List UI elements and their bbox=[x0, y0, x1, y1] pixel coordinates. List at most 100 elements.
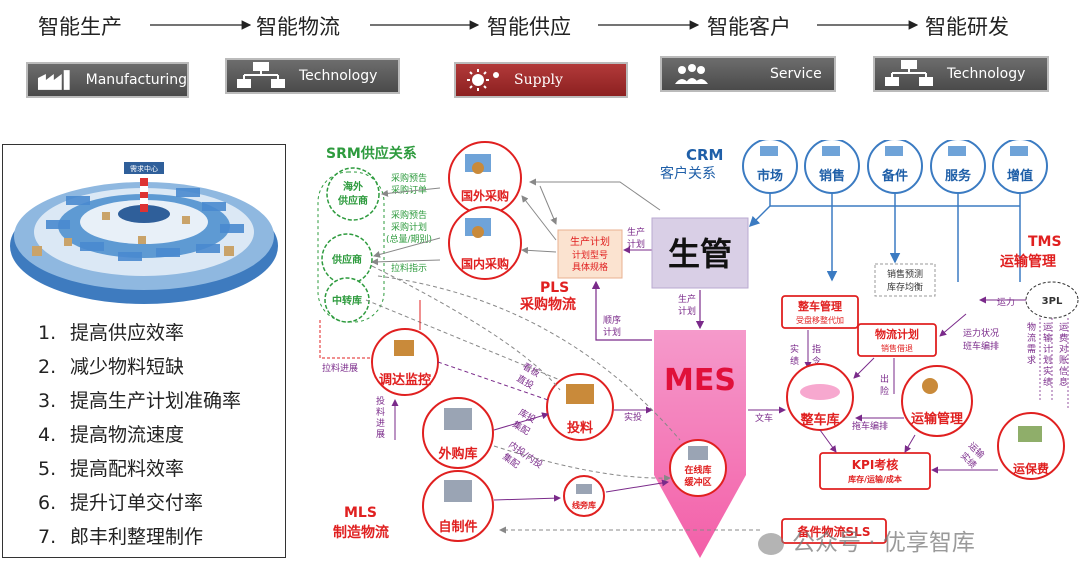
badge-service: Service bbox=[660, 56, 836, 92]
stage-rd: 智能研发 bbox=[925, 15, 1009, 39]
svg-text:账: 账 bbox=[1059, 355, 1068, 366]
badge-label: Technology bbox=[299, 68, 378, 84]
order-plan-1: 顺序 bbox=[603, 314, 621, 326]
svg-text:流: 流 bbox=[1027, 332, 1036, 344]
svg-text:受盘移整代加: 受盘移整代加 bbox=[796, 315, 844, 325]
svg-text:险: 险 bbox=[880, 385, 889, 397]
svg-text:备件: 备件 bbox=[881, 168, 908, 184]
svg-text:计: 计 bbox=[1043, 343, 1052, 355]
demand-center-ring-graphic: 需求中心 bbox=[10, 162, 278, 304]
svg-text:实: 实 bbox=[790, 343, 799, 355]
actual-vertical: 实绩 bbox=[790, 343, 799, 367]
three-pl-node: 3PL bbox=[1025, 281, 1079, 319]
badge-label: Supply bbox=[514, 72, 563, 88]
svg-text:料: 料 bbox=[376, 406, 385, 418]
goals-panel bbox=[2, 144, 286, 558]
dispatch-monitor-node: 调达监控 bbox=[371, 328, 439, 396]
svg-text:展: 展 bbox=[376, 429, 385, 440]
instruction-vertical: 指令 bbox=[812, 343, 821, 367]
supplier-domestic-label: 供应商 bbox=[331, 253, 362, 266]
supplier-domestic: 供应商 bbox=[321, 233, 373, 285]
svg-text:运保费: 运保费 bbox=[1013, 461, 1049, 476]
svg-text:运输管理: 运输管理 bbox=[911, 411, 963, 427]
stage-logistics: 智能物流 bbox=[256, 15, 340, 39]
supplier-overseas-label-2: 供应商 bbox=[337, 194, 368, 207]
domestic-purchase-label: 国内采购 bbox=[461, 256, 509, 271]
prod-plan-spec: 具体规格 bbox=[572, 261, 608, 273]
badge-label: Manufacturing bbox=[85, 72, 187, 88]
vehicle-store-node: 整车库 bbox=[786, 363, 854, 431]
svg-text:3PL: 3PL bbox=[1042, 296, 1063, 307]
svg-text:令: 令 bbox=[812, 355, 821, 367]
capacity-status-2: 班车编排 bbox=[963, 340, 999, 352]
foreign-purchase-node: 国外采购 bbox=[448, 141, 522, 215]
prod-plan-arrow-1: 生产 bbox=[627, 226, 645, 238]
svg-text:息: 息 bbox=[1059, 376, 1068, 388]
mes-label: MES bbox=[664, 363, 736, 398]
supplier-overseas-label-1: 海外 bbox=[343, 180, 363, 193]
prod-plan-arrow-2: 计划 bbox=[627, 238, 645, 250]
prod-plan-model: 计划型号 bbox=[572, 249, 608, 261]
transport-mgmt-node: 运输管理 bbox=[901, 365, 973, 437]
purchase-note-1a: 采购预告 bbox=[391, 172, 427, 184]
svg-text:输: 输 bbox=[1043, 332, 1052, 344]
goal-item: 3.提高生产计划准确率 bbox=[38, 390, 242, 412]
order-plan-2: 计划 bbox=[603, 326, 621, 338]
pls-title: PLS bbox=[540, 280, 569, 296]
svg-text:进: 进 bbox=[376, 418, 385, 429]
svg-text:备件物流SLS: 备件物流SLS bbox=[797, 524, 871, 539]
srm-title: SRM供应关系 bbox=[326, 145, 417, 162]
goal-item: 2.减少物料短缺 bbox=[38, 356, 185, 378]
domestic-purchase-node: 国内采购 bbox=[448, 206, 522, 280]
svg-text:增值: 增值 bbox=[1007, 168, 1033, 184]
svg-text:外购库: 外购库 bbox=[437, 446, 477, 462]
kpi-box: KPI考核 库存/运输/成本 bbox=[819, 452, 931, 490]
svg-text:在线库: 在线库 bbox=[684, 464, 711, 476]
network-icon bbox=[237, 62, 285, 88]
svg-text:对: 对 bbox=[1059, 343, 1068, 355]
crm-node-sales: 销售 bbox=[804, 140, 860, 194]
outsourced-store-node: 外购库 bbox=[422, 397, 494, 469]
pls-subtitle: 采购物流 bbox=[519, 296, 576, 313]
crm-node-value: 增值 bbox=[992, 140, 1048, 194]
svg-text:整车管理: 整车管理 bbox=[797, 299, 842, 313]
goal-item: 1.提高供应效率 bbox=[38, 322, 185, 344]
svg-text:调达监控: 调达监控 bbox=[379, 372, 431, 388]
transfer-warehouse-label: 中转库 bbox=[332, 294, 362, 307]
actual-feed-label: 实投 bbox=[624, 411, 642, 423]
foreign-purchase-label: 国外采购 bbox=[461, 188, 509, 203]
logistics-plan-box: 物流计划 销售借退 bbox=[857, 323, 937, 357]
svg-text:物: 物 bbox=[1027, 321, 1036, 333]
svg-text:绩: 绩 bbox=[1043, 376, 1052, 388]
svg-text:需: 需 bbox=[1027, 344, 1036, 355]
crm-title: CRM bbox=[686, 146, 724, 164]
stage-customer: 智能客户 bbox=[707, 15, 791, 39]
vehicle-mgmt-box: 整车管理 受盘移整代加 bbox=[781, 295, 859, 329]
svg-text:销售: 销售 bbox=[819, 168, 845, 184]
dispatch-car-label: 拖车编排 bbox=[852, 420, 888, 432]
badge-supply: Supply bbox=[454, 62, 628, 98]
transport-actual-label: 运输 实绩 bbox=[958, 440, 987, 471]
goal-item: 6.提升订单交付率 bbox=[38, 492, 204, 514]
prod-plan-title: 生产计划 bbox=[570, 235, 610, 248]
supply-icon bbox=[467, 69, 499, 91]
purchase-note-1b: 采购订单 bbox=[391, 184, 427, 196]
wechat-icon bbox=[758, 532, 784, 555]
svg-text:投: 投 bbox=[376, 395, 385, 407]
crm-node-market: 市场 bbox=[742, 140, 798, 194]
purchase-note-2c: (总量/期别) bbox=[386, 233, 432, 245]
svg-text:信: 信 bbox=[1059, 365, 1068, 377]
stage-supply: 智能供应 bbox=[487, 15, 571, 39]
tms-title: TMS bbox=[1028, 234, 1062, 250]
svg-text:销售预测: 销售预测 bbox=[887, 268, 923, 280]
freight-node: 运保费 bbox=[997, 412, 1065, 480]
stage-manufacturing: 智能生产 bbox=[38, 15, 122, 39]
crm-node-service: 服务 bbox=[930, 140, 986, 194]
svg-text:投料: 投料 bbox=[567, 420, 593, 436]
center-label: 需求中心 bbox=[130, 164, 158, 173]
production-mgmt-label: 生管 bbox=[668, 235, 732, 273]
badge-technology-2: Technology bbox=[873, 56, 1049, 92]
